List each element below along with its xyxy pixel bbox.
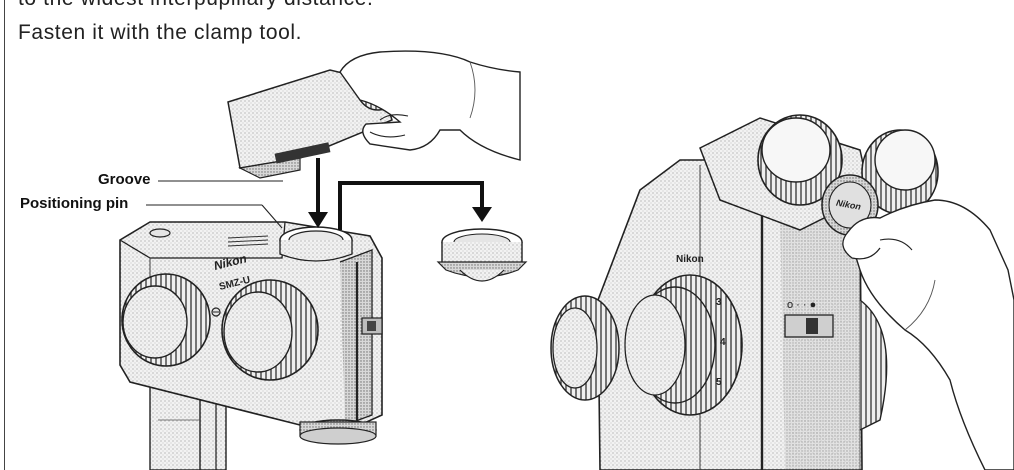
zoom-scale-4: 4 [720,337,726,348]
groove-label: Groove [98,171,151,188]
right-fig-knob-outer [550,295,620,401]
right-body-brand: Nikon [676,254,704,265]
assembly-arrow-down [308,158,328,228]
instruction-line-1: to the widest interpupillary distance. [18,0,373,11]
mount-ring [279,226,353,262]
hand-turning-clamp [842,199,1014,470]
positioning-pin-label: Positioning pin [20,195,129,212]
pin-leader-line-b [261,204,283,229]
page-margin-rule [4,0,5,470]
right-fig-knob-main [624,274,743,416]
clamp-tool-brand: Nikon [835,198,862,212]
left-focus-knob [121,273,211,367]
zoom-scale-3: 3 [716,297,722,308]
right-focus-knob [221,279,319,381]
zoom-scale-5: 5 [716,377,722,388]
right-binocular-head [699,114,939,236]
instruction-line-2: Fasten it with the clamp tool. [18,21,303,44]
switch-marker: o · · ● [787,299,816,311]
assembly-arrow-to-part [338,181,492,230]
clamp-ring-part [436,228,528,282]
hand-holding-head [339,50,521,161]
